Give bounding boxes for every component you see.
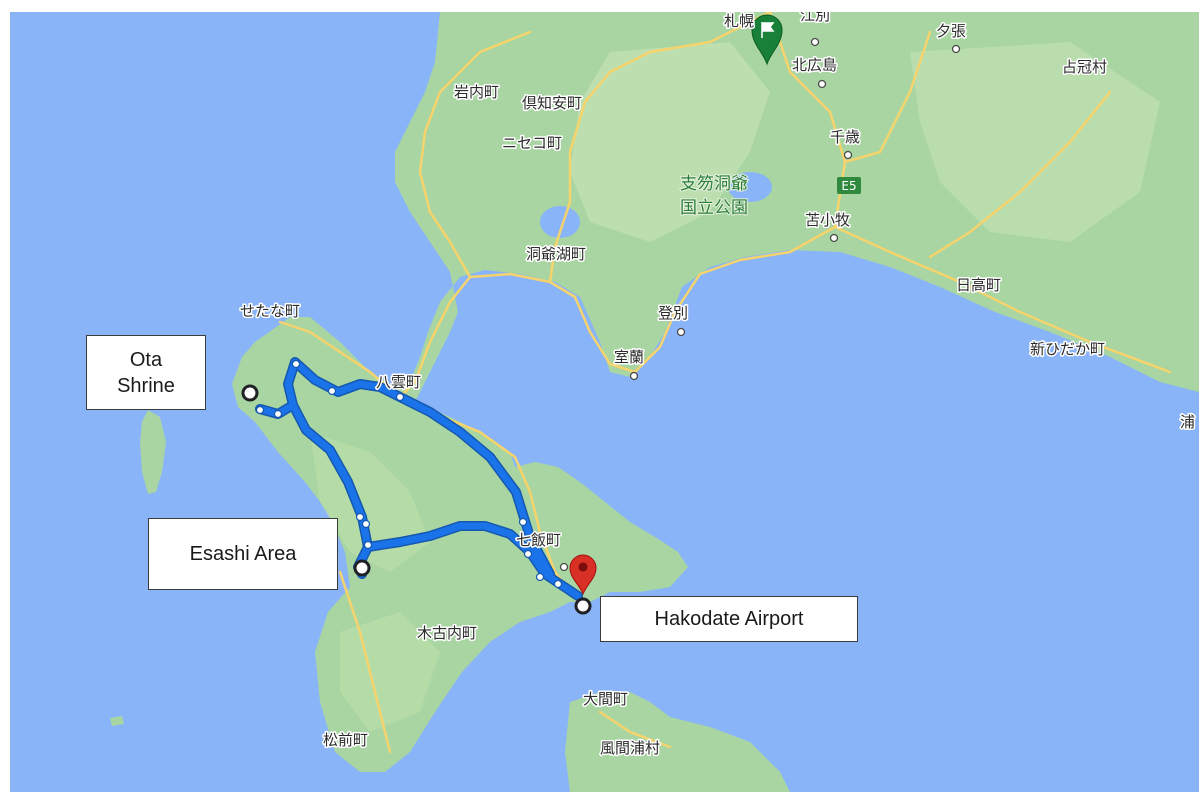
waypoint[interactable] — [518, 517, 528, 527]
esashi-marker[interactable] — [353, 559, 371, 577]
place-label: 倶知安町 — [522, 94, 582, 112]
place-label: 苫小牧 — [805, 211, 850, 229]
place-label: 八雲町 — [376, 373, 421, 391]
place-label: 江別 — [800, 12, 830, 24]
waypoint[interactable] — [355, 512, 365, 522]
place-label: 夕張 — [936, 22, 966, 40]
svg-text:E5: E5 — [841, 179, 856, 193]
location-markers[interactable] — [241, 384, 592, 615]
route-waypoints — [255, 359, 563, 589]
waypoint[interactable] — [255, 405, 265, 415]
place-label: 風間浦村 — [600, 739, 660, 757]
place-label: せたな町 — [240, 302, 300, 320]
land-shade-2 — [910, 42, 1160, 242]
waypoint[interactable] — [523, 549, 533, 559]
waypoint[interactable] — [363, 540, 373, 550]
town-dots — [559, 37, 961, 572]
callout-text: Shrine — [117, 374, 175, 397]
green-flag-pin-icon[interactable] — [751, 14, 783, 66]
highway-shield-e5: E5 — [837, 177, 861, 194]
svg-text:国立公園: 国立公園 — [680, 198, 748, 218]
place-label: 占冠村 — [1062, 58, 1107, 76]
waypoint[interactable] — [273, 409, 283, 419]
ota-shrine-callout: Ota Shrine — [86, 335, 206, 410]
land-shade-4 — [340, 612, 440, 732]
callout-text: Hakodate Airport — [654, 608, 804, 630]
place-label: 岩内町 — [454, 83, 499, 101]
waypoint[interactable] — [553, 579, 563, 589]
red-pin-icon[interactable] — [569, 554, 597, 596]
waypoint[interactable] — [291, 359, 301, 369]
place-label: 日高町 — [956, 276, 1001, 294]
place-label: 登別 — [658, 304, 688, 322]
lake-toya — [540, 206, 580, 238]
park-label: 支笏洞爺 国立公園 — [679, 173, 749, 219]
ota-shrine-marker[interactable] — [241, 384, 259, 402]
waypoint[interactable] — [535, 572, 545, 582]
islet — [110, 716, 124, 726]
map-svg[interactable]: E5 岩内町 倶知安町 ニセコ町 洞爺湖町 せたな町 八雲町 登別 室蘭 千歳 … — [10, 12, 1199, 792]
place-label: 室蘭 — [614, 348, 644, 366]
place-label: 新ひだか町 — [1030, 340, 1105, 358]
esashi-callout: Esashi Area — [148, 518, 338, 590]
place-label: 洞爺湖町 — [526, 245, 586, 263]
land-hokkaido-main — [232, 12, 1199, 772]
place-label: 松前町 — [323, 731, 368, 749]
island-okushiri — [140, 410, 166, 494]
hakodate-airport-callout: Hakodate Airport — [600, 596, 858, 642]
waypoint[interactable] — [395, 392, 405, 402]
callout-text: Ota — [129, 348, 163, 371]
svg-text:支笏洞爺: 支笏洞爺 — [680, 174, 748, 194]
waypoint[interactable] — [361, 519, 371, 529]
place-label: 北広島 — [792, 56, 837, 74]
hakodate-airport-marker[interactable] — [574, 597, 592, 615]
place-label: 木古内町 — [417, 624, 477, 642]
callout-text: Esashi Area — [189, 543, 297, 565]
place-label: 大間町 — [583, 690, 628, 708]
waypoint[interactable] — [327, 386, 337, 396]
place-labels: 岩内町 倶知安町 ニセコ町 洞爺湖町 せたな町 八雲町 登別 室蘭 千歳 苫小牧… — [239, 12, 1197, 759]
map-canvas[interactable]: E5 岩内町 倶知安町 ニセコ町 洞爺湖町 せたな町 八雲町 登別 室蘭 千歳 … — [10, 12, 1199, 792]
place-label: 浦 — [1180, 413, 1195, 431]
land-shimokita — [565, 692, 790, 792]
place-label: 札幌 — [724, 12, 754, 30]
place-label: 千歳 — [830, 128, 860, 146]
lake-shikotsu — [728, 172, 772, 202]
place-label: 七飯町 — [516, 531, 561, 549]
road-network — [278, 12, 1172, 754]
land-shade-1 — [570, 42, 770, 242]
place-label: ニセコ町 — [502, 134, 562, 152]
